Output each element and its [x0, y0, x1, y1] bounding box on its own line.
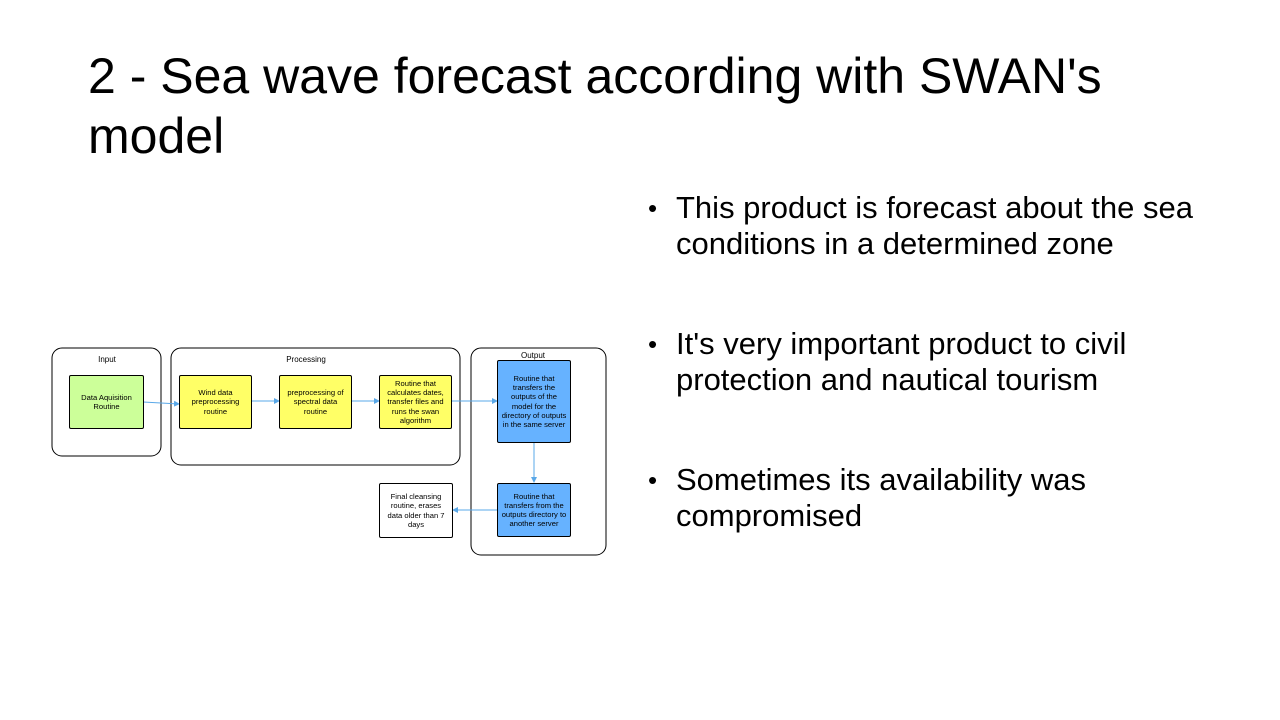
flow-diagram-svg: Input Processing Output Data Aquisition … — [51, 347, 607, 556]
node-wind-preprocessing-label: Wind data preprocessing routine — [179, 375, 252, 429]
processing-group-label: Processing — [286, 355, 326, 364]
node-transfer-outputs-label: Routine that transfers the outputs of th… — [497, 360, 571, 443]
node-transfer-outputs: Routine that transfers the outputs of th… — [497, 360, 571, 443]
bullet-glyph: • — [648, 193, 658, 223]
node-spectral-preprocessing: preprocessing of spectral data routine — [279, 375, 352, 429]
bullet-text: This product is forecast about the sea c… — [676, 190, 1193, 261]
node-final-cleansing-label: Final cleansing routine, erases data old… — [379, 483, 453, 538]
bullet-list: • This product is forecast about the sea… — [648, 190, 1248, 598]
bullet-text: Sometimes its availability was compromis… — [676, 462, 1087, 533]
bullet-glyph: • — [648, 329, 658, 359]
node-data-acquisition-label: Data Aquisition Routine — [69, 375, 144, 429]
node-swan-run-label: Routine that calculates dates, transfer … — [379, 375, 452, 429]
node-spectral-preprocessing-label: preprocessing of spectral data routine — [279, 375, 352, 429]
bullet-item: • It's very important product to civil p… — [648, 326, 1248, 398]
bullet-glyph: • — [648, 465, 658, 495]
slide-title: 2 - Sea wave forecast according with SWA… — [88, 48, 1102, 164]
arrow-acquisition-to-wind — [142, 400, 180, 407]
node-final-cleansing: Final cleansing routine, erases data old… — [379, 483, 453, 538]
input-group-label: Input — [98, 355, 117, 364]
bullet-item: • This product is forecast about the sea… — [648, 190, 1248, 262]
node-wind-preprocessing: Wind data preprocessing routine — [179, 375, 252, 429]
node-data-acquisition: Data Aquisition Routine — [69, 375, 144, 429]
output-group-label: Output — [521, 351, 546, 360]
bullet-text: It's very important product to civil pro… — [676, 326, 1127, 397]
node-swan-run: Routine that calculates dates, transfer … — [379, 375, 452, 429]
node-transfer-server: Routine that transfers from the outputs … — [497, 483, 571, 537]
node-transfer-server-label: Routine that transfers from the outputs … — [497, 483, 571, 537]
flow-diagram: Input Processing Output Data Aquisition … — [50, 346, 610, 558]
bullet-item: • Sometimes its availability was comprom… — [648, 462, 1248, 534]
